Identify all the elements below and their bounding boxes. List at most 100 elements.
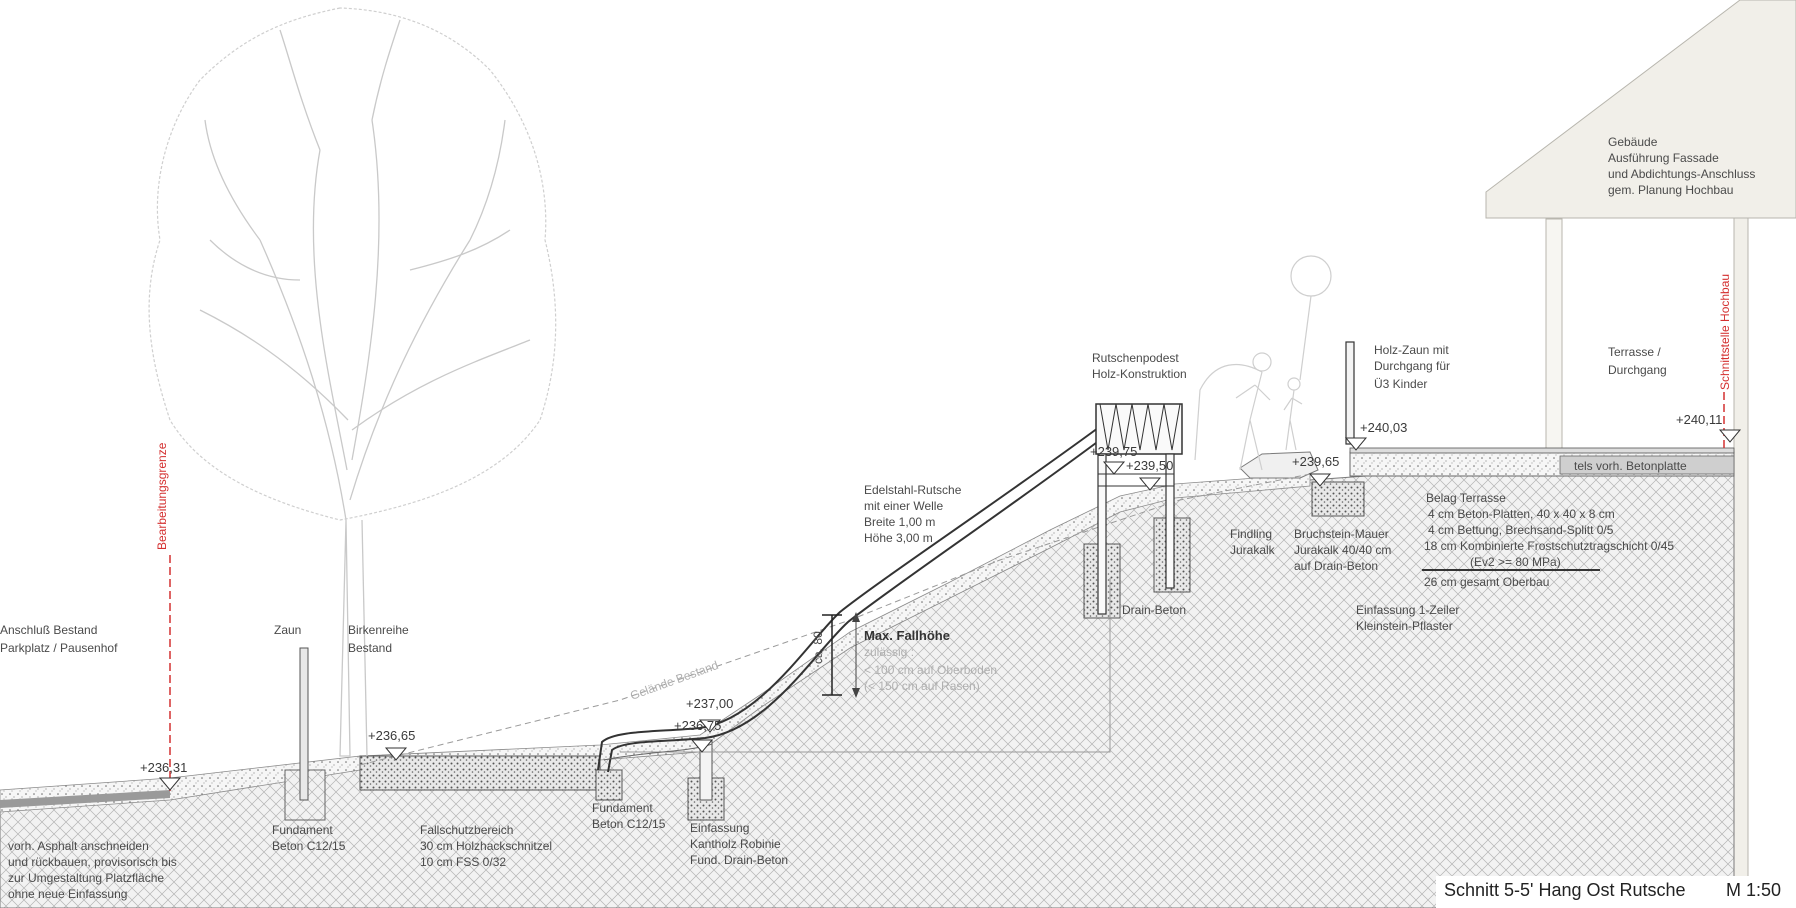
- person-figures: [1194, 255, 1332, 471]
- svg-text:30 cm Holzhackschnitzel: 30 cm Holzhackschnitzel: [420, 839, 552, 853]
- svg-text:Findling: Findling: [1230, 527, 1272, 541]
- title-block: [1436, 876, 1796, 908]
- svg-text:Anschluß Bestand: Anschluß Bestand: [0, 623, 97, 637]
- fall-protection-area: [359, 755, 601, 791]
- svg-text:zulässig :: zulässig :: [864, 645, 914, 659]
- birch-tree: [148, 7, 557, 757]
- svg-text:(< 150 cm auf Rasen): (< 150 cm auf Rasen): [864, 679, 980, 693]
- label-fundament-rutsche: Fundament Beton C12/15: [592, 801, 666, 831]
- label-mauer: Bruchstein-Mauer Jurakalk 40/40 cm auf D…: [1294, 527, 1391, 573]
- svg-text:und Abdichtungs-Anschluss: und Abdichtungs-Anschluss: [1608, 167, 1755, 181]
- svg-text:Fundament: Fundament: [272, 823, 333, 837]
- svg-text:gem. Planung Hochbau: gem. Planung Hochbau: [1608, 183, 1733, 197]
- svg-text:Terrasse /: Terrasse /: [1608, 345, 1661, 359]
- level-240-03: +240,03: [1360, 420, 1407, 435]
- svg-text:ohne neue Einfassung: ohne neue Einfassung: [8, 887, 127, 901]
- label-fallschutz: Fallschutzbereich 30 cm Holzhackschnitze…: [420, 823, 552, 869]
- asphalt: [0, 790, 170, 808]
- svg-text:Fund. Drain-Beton: Fund. Drain-Beton: [690, 853, 788, 867]
- svg-text:26 cm gesamt Oberbau: 26 cm gesamt Oberbau: [1424, 575, 1549, 589]
- existing-terrain-line: [359, 473, 1311, 766]
- label-belag: Belag Terrasse 4 cm Beton-Platten, 40 x …: [1422, 491, 1674, 589]
- svg-text:Fallschutzbereich: Fallschutzbereich: [420, 823, 513, 837]
- svg-text:Jurakalk: Jurakalk: [1230, 543, 1276, 557]
- level-237-00: +237,00: [686, 696, 733, 711]
- label-einfassung-zeiler: Einfassung 1-Zeiler Kleinstein-Pflaster: [1356, 603, 1459, 633]
- level-markers: [158, 429, 1742, 791]
- svg-text:Edelstahl-Rutsche: Edelstahl-Rutsche: [864, 483, 962, 497]
- svg-text:Beton C12/15: Beton C12/15: [272, 839, 346, 853]
- svg-text:Birkenreihe: Birkenreihe: [348, 623, 409, 637]
- drawing-title: Schnitt 5-5' Hang Ost Rutsche: [1444, 880, 1686, 900]
- svg-text:Bestand: Bestand: [348, 641, 392, 655]
- quarry-stone-wall: [1311, 481, 1365, 517]
- svg-text:Ü3 Kinder: Ü3 Kinder: [1374, 377, 1427, 391]
- svg-text:Kleinstein-Pflaster: Kleinstein-Pflaster: [1356, 619, 1453, 633]
- svg-text:und rückbauen, provisorisch bi: und rückbauen, provisorisch bis: [8, 855, 177, 869]
- label-einfassung: Einfassung Kantholz Robinie Fund. Drain-…: [690, 821, 788, 867]
- svg-text:Belag Terrasse: Belag Terrasse: [1426, 491, 1506, 505]
- svg-text:(Ev2 >= 80 MPa): (Ev2 >= 80 MPa): [1470, 555, 1561, 569]
- slide-foundation: [595, 769, 623, 801]
- label-findling: Findling Jurakalk: [1230, 527, 1276, 557]
- label-gebaeude: Gebäude Ausführung Fassade und Abdichtun…: [1608, 135, 1755, 197]
- svg-text:mit einer Welle: mit einer Welle: [864, 499, 943, 513]
- wooden-fence: [1345, 341, 1355, 445]
- svg-text:Beton C12/15: Beton C12/15: [592, 817, 666, 831]
- level-240-11: +240,11: [1676, 412, 1722, 427]
- svg-text:Fundament: Fundament: [592, 801, 653, 815]
- level-239-50: +239,50: [1126, 458, 1173, 473]
- svg-text:Bruchstein-Mauer: Bruchstein-Mauer: [1294, 527, 1389, 541]
- label-zaun: Zaun: [274, 623, 301, 637]
- interface-label: Schnittstelle Hochbau: [1718, 274, 1732, 390]
- label-drain: Drain-Beton: [1122, 603, 1186, 617]
- slide-platform: [1095, 403, 1183, 615]
- svg-text:Durchgang für: Durchgang für: [1374, 359, 1450, 373]
- level-239-75: +239,75: [1090, 444, 1137, 459]
- label-fundament-zaun: Fundament Beton C12/15: [272, 823, 346, 853]
- svg-text:Gebäude: Gebäude: [1608, 135, 1658, 149]
- svg-text:Durchgang: Durchgang: [1608, 363, 1667, 377]
- fall-height-dim: ca. 80: [811, 631, 825, 664]
- label-holzzaun: Holz-Zaun mit Durchgang für Ü3 Kinder: [1374, 343, 1450, 391]
- building-column: [1545, 218, 1563, 450]
- svg-text:4 cm Bettung, Brechsand-Splitt: 4 cm Bettung, Brechsand-Splitt 0/5: [1428, 523, 1614, 537]
- svg-text:auf Drain-Beton: auf Drain-Beton: [1294, 559, 1378, 573]
- svg-text:Rutschenpodest: Rutschenpodest: [1092, 351, 1179, 365]
- level-236-75: +236,75: [674, 718, 721, 733]
- svg-text:zur Umgestaltung Platzfläche: zur Umgestaltung Platzfläche: [8, 871, 164, 885]
- svg-text:Holz-Zaun mit: Holz-Zaun mit: [1374, 343, 1449, 357]
- svg-text:Einfassung 1-Zeiler: Einfassung 1-Zeiler: [1356, 603, 1459, 617]
- svg-text:Höhe 3,00 m: Höhe 3,00 m: [864, 531, 933, 545]
- label-birken: Birkenreihe Bestand: [348, 623, 409, 655]
- svg-text:Parkplatz / Pausenhof: Parkplatz / Pausenhof: [0, 641, 118, 655]
- svg-text:10 cm FSS 0/32: 10 cm FSS 0/32: [420, 855, 506, 869]
- terrace-paving: [1349, 447, 1735, 454]
- label-podest: Rutschenpodest Holz-Konstruktion: [1092, 351, 1187, 381]
- label-betonplatte: tels vorh. Betonplatte: [1574, 459, 1687, 473]
- svg-text:vorh. Asphalt anschneiden: vorh. Asphalt anschneiden: [8, 839, 149, 853]
- building-roof: [1485, 0, 1796, 219]
- svg-text:< 100 cm auf Oberboden: < 100 cm auf Oberboden: [864, 663, 997, 677]
- building-wall: [1733, 217, 1749, 908]
- drawing-scale: M 1:50: [1726, 880, 1781, 900]
- label-asphalt: vorh. Asphalt anschneiden und rückbauen,…: [8, 839, 177, 901]
- level-236-31: +236,31: [140, 760, 187, 775]
- svg-text:Max. Fallhöhe: Max. Fallhöhe: [864, 628, 950, 643]
- svg-text:Ausführung Fassade: Ausführung Fassade: [1608, 151, 1719, 165]
- label-terrasse: Terrasse / Durchgang: [1608, 345, 1667, 377]
- fence-post: [299, 647, 309, 801]
- level-236-65: +236,65: [368, 728, 415, 743]
- existing-concrete-slab: [1559, 455, 1735, 475]
- svg-text:Jurakalk 40/40 cm: Jurakalk 40/40 cm: [1294, 543, 1391, 557]
- svg-text:Einfassung: Einfassung: [690, 821, 749, 835]
- level-239-65: +239,65: [1292, 454, 1339, 469]
- label-rutsche: Edelstahl-Rutsche mit einer Welle Breite…: [864, 483, 962, 545]
- svg-text:Breite 1,00 m: Breite 1,00 m: [864, 515, 935, 529]
- svg-text:18 cm Kombinierte Frostschutzt: 18 cm Kombinierte Frostschutztragschicht…: [1424, 539, 1674, 553]
- svg-text:Holz-Konstruktion: Holz-Konstruktion: [1092, 367, 1187, 381]
- boundary-label: Bearbeitungsgrenze: [155, 442, 169, 550]
- fall-height-dimension: ca. 80: [811, 612, 860, 698]
- svg-text:4 cm Beton-Platten, 40 x 40 x: 4 cm Beton-Platten, 40 x 40 x 8 cm: [1428, 507, 1615, 521]
